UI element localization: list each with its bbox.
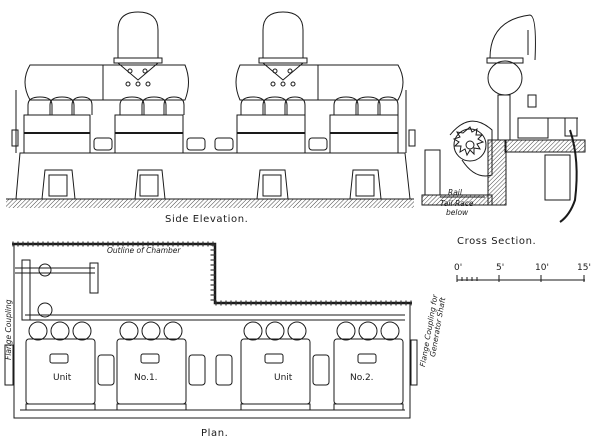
flange-coupling-left-label: Flange Coupling <box>4 299 13 360</box>
scale-tick-10: 10' <box>535 263 549 273</box>
unit-label-1b: No.1. <box>134 373 158 383</box>
scale-tick-0: 0' <box>454 263 463 273</box>
cross-section-title: Cross Section. <box>457 236 537 247</box>
plan-title: Plan. <box>201 428 229 439</box>
unit-label-2b: No.2. <box>350 373 374 383</box>
scale-tick-5: 5' <box>496 263 505 273</box>
plan-units <box>25 321 404 411</box>
plan-view <box>4 241 418 419</box>
outline-of-chamber-label: Outline of Chamber <box>107 246 181 255</box>
side-elevation-view <box>6 11 416 208</box>
scale-tick-15: 15' <box>577 263 591 273</box>
unit-label-2a: Unit <box>274 373 293 383</box>
side-elevation-title: Side Elevation. <box>165 214 249 225</box>
cross-section-view <box>421 14 586 223</box>
tail-race-label: Tail Race <box>440 199 474 208</box>
tail-race-below-label: below <box>446 208 469 217</box>
rail-label: Rail <box>448 188 462 197</box>
unit-label-1a: Unit <box>53 373 72 383</box>
scale-bar-graphic <box>456 275 585 282</box>
